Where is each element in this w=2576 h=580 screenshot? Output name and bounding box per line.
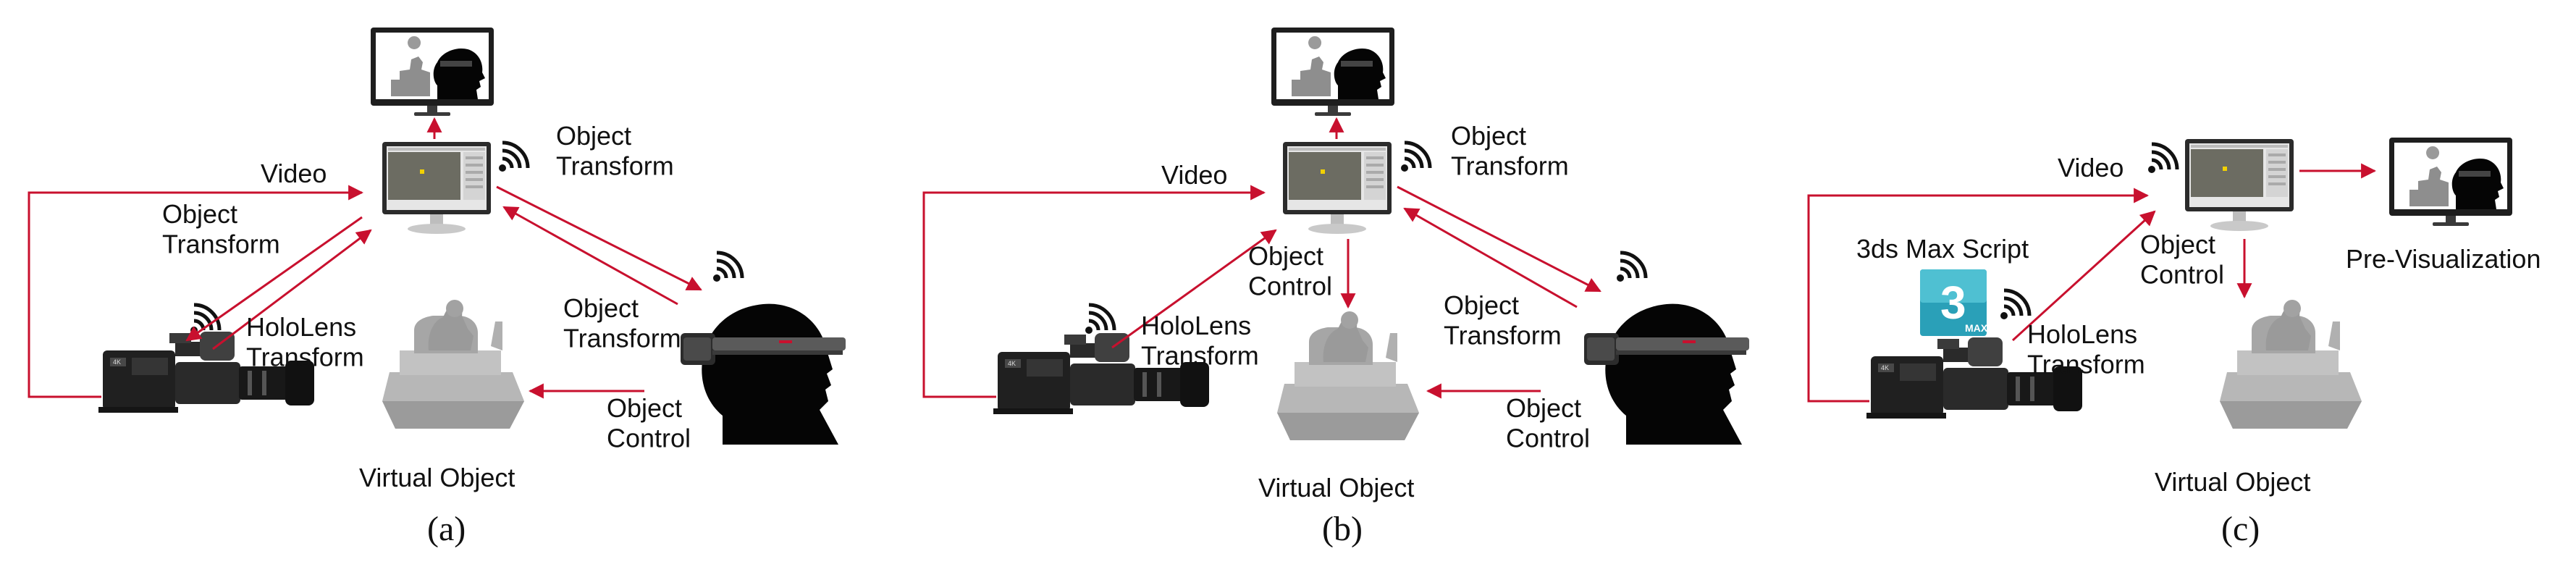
label-video: Video [261,159,327,188]
caption-c: (c) [2221,510,2260,548]
wifi-icon [2148,144,2177,173]
label-virtual-object: Virtual Object [1258,473,1414,503]
workstation-monitor-icon [382,142,491,234]
label-virtual-object: Virtual Object [2155,467,2310,497]
statue-icon [382,300,524,429]
preview-monitor-icon [1271,28,1394,116]
workstation-monitor-icon [2185,139,2294,231]
caption-a: (a) [427,510,466,548]
3ds-max-icon-glyph: 3 [1940,277,1966,329]
label-pre-visualization: Pre-Visualization [2346,244,2541,274]
arrows-c [1807,163,2377,403]
statue-icon [2220,300,2362,429]
label-script: 3ds Max Script [1856,234,2029,264]
arrows-a [28,117,702,399]
wifi-icon [1085,305,1114,334]
3ds-max-icon-sub: MAX [1965,322,1988,334]
preview-monitor-icon [371,28,494,116]
wifi-icon [713,253,742,282]
hololens-user-icon [681,303,846,445]
hololens-user-icon [1584,303,1749,445]
wifi-icon [1401,143,1430,172]
label-video: Video [2058,153,2123,182]
arrows-b [922,117,1601,399]
caption-b: (b) [1322,510,1363,548]
wifi-icon [1617,253,1646,282]
previz-monitor-icon [2389,138,2512,226]
3ds-max-icon: 3 MAX [1920,269,1988,336]
workstation-monitor-icon [1283,142,1392,234]
label-virtual-object: Virtual Object [359,463,515,492]
label-video: Video [1161,160,1227,190]
statue-icon [1277,311,1419,440]
wifi-icon [2000,290,2029,319]
wifi-icon [499,143,528,172]
